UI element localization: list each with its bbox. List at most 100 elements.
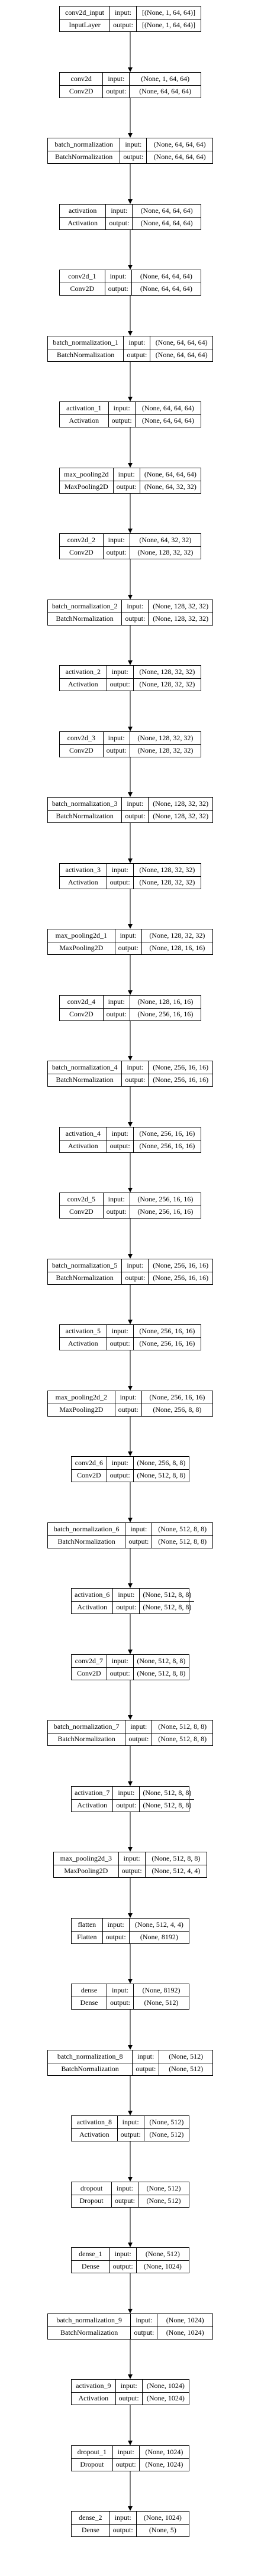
layer-type: Conv2D bbox=[60, 744, 103, 757]
layer-type: Flatten bbox=[72, 1930, 102, 1944]
input-shape: (None, 1024) bbox=[166, 2315, 204, 2324]
output-shape: (None, 128, 32, 32) bbox=[130, 546, 201, 559]
io-labels: input:output: bbox=[115, 929, 142, 954]
output-shape: (None, 512, 8, 8) bbox=[140, 1799, 195, 1812]
layer-name: activation_6 bbox=[75, 1590, 110, 1599]
output-label: output: bbox=[118, 1864, 145, 1878]
output-label: output: bbox=[110, 18, 137, 32]
output-label: output: bbox=[113, 1600, 140, 1614]
output-shape: (None, 256, 16, 16) bbox=[130, 1205, 201, 1219]
output-shape: (None, 1024) bbox=[139, 2458, 189, 2471]
input-label: input: bbox=[111, 1129, 128, 1138]
layer-type: Dense bbox=[72, 2523, 109, 2537]
layer-type: Conv2D bbox=[72, 1469, 107, 1482]
input-label: input: bbox=[108, 535, 125, 544]
input-label: input: bbox=[127, 799, 144, 808]
layer-name: conv2d_4 bbox=[67, 997, 95, 1006]
output-shape: (None, 1024) bbox=[142, 2392, 189, 2405]
input-shape: (None, 512, 8, 8) bbox=[143, 1788, 192, 1797]
input-shape: (None, 64, 64, 64) bbox=[153, 140, 206, 148]
layer-type: Dense bbox=[72, 1996, 107, 2010]
layer-shapes: (None, 1, 64, 64)(None, 64, 64, 64) bbox=[130, 73, 201, 98]
input-label: input: bbox=[109, 271, 127, 280]
output-shape: (None, 128, 32, 32) bbox=[133, 678, 201, 691]
io-labels: input:output: bbox=[133, 2050, 160, 2076]
layer-type: Activation bbox=[60, 1139, 107, 1153]
io-labels: input:output: bbox=[103, 732, 130, 757]
output-shape: (None, 128, 16, 16) bbox=[141, 941, 213, 955]
layer-name: flatten bbox=[78, 1920, 96, 1929]
input-label: input: bbox=[120, 1392, 137, 1401]
layer-shapes: (None, 128, 32, 32)(None, 128, 32, 32) bbox=[133, 864, 201, 889]
input-shape: (None, 1, 64, 64) bbox=[141, 74, 190, 83]
layer-name: batch_normalization_1 bbox=[53, 338, 118, 346]
io-labels: input:output: bbox=[105, 270, 132, 295]
output-shape: (None, 128, 32, 32) bbox=[133, 876, 201, 889]
layer-type: BatchNormalization bbox=[48, 809, 122, 823]
input-shape: (None, 128, 32, 32) bbox=[139, 667, 195, 676]
layer-shapes: (None, 128, 32, 32)(None, 128, 32, 32) bbox=[149, 798, 213, 822]
input-label: input: bbox=[127, 1261, 144, 1269]
output-shape: (None, 5) bbox=[136, 2523, 189, 2537]
layer-name: activation_4 bbox=[65, 1129, 101, 1138]
layer-shapes: (None, 512)(None, 512) bbox=[159, 2050, 213, 2075]
output-shape: (None, 512, 8, 8) bbox=[152, 1732, 213, 1746]
layer-type: Activation bbox=[60, 678, 107, 691]
output-shape: (None, 512, 8, 8) bbox=[152, 1535, 213, 1548]
io-labels: input:output: bbox=[107, 1655, 134, 1680]
layer-shapes: (None, 512, 8, 8)(None, 512, 8, 8) bbox=[140, 1589, 195, 1613]
output-shape: (None, 128, 32, 32) bbox=[130, 744, 201, 757]
io-labels: input:output: bbox=[107, 864, 134, 889]
io-labels: input:output: bbox=[118, 1852, 146, 1878]
output-label: output: bbox=[115, 2392, 142, 2405]
output-label: output: bbox=[113, 480, 140, 494]
input-shape: (None, 512) bbox=[146, 2183, 181, 2192]
output-label: output: bbox=[120, 150, 147, 164]
output-label: output: bbox=[115, 941, 141, 955]
input-shape: (None, 128, 32, 32) bbox=[149, 931, 205, 939]
input-label: input: bbox=[114, 2249, 131, 2258]
output-label: output: bbox=[124, 348, 150, 362]
layer-name: activation_1 bbox=[66, 403, 102, 412]
layer-name: batch_normalization_4 bbox=[51, 1062, 118, 1071]
io-labels: input:output: bbox=[125, 1523, 153, 1548]
layer-shapes: (None, 512, 8, 8)(None, 512, 8, 8) bbox=[152, 1523, 213, 1548]
layer-shapes: (None, 64, 32, 32)(None, 128, 32, 32) bbox=[130, 534, 201, 559]
output-shape: (None, 256, 16, 16) bbox=[149, 1271, 213, 1285]
output-label: output: bbox=[107, 1139, 133, 1153]
layer-type: Activation bbox=[72, 2128, 117, 2141]
output-label: output: bbox=[117, 2128, 144, 2141]
output-shape: (None, 256, 16, 16) bbox=[133, 1139, 201, 1153]
input-label: input: bbox=[108, 997, 125, 1006]
layer-type: BatchNormalization bbox=[48, 612, 122, 626]
layer-name: batch_normalization_2 bbox=[51, 601, 118, 610]
layer-name: activation_2 bbox=[65, 667, 101, 676]
output-label: output: bbox=[133, 2062, 159, 2076]
layer-shapes: (None, 8192)(None, 512) bbox=[134, 1984, 189, 2009]
output-label: output: bbox=[107, 1996, 134, 2010]
layer-type: Activation bbox=[60, 876, 107, 889]
output-label: output: bbox=[125, 1535, 152, 1548]
layer-name: dropout_1 bbox=[77, 2447, 107, 2456]
input-shape: (None, 64, 64, 64) bbox=[141, 403, 194, 412]
input-shape: (None, 64, 64, 64) bbox=[140, 271, 192, 280]
